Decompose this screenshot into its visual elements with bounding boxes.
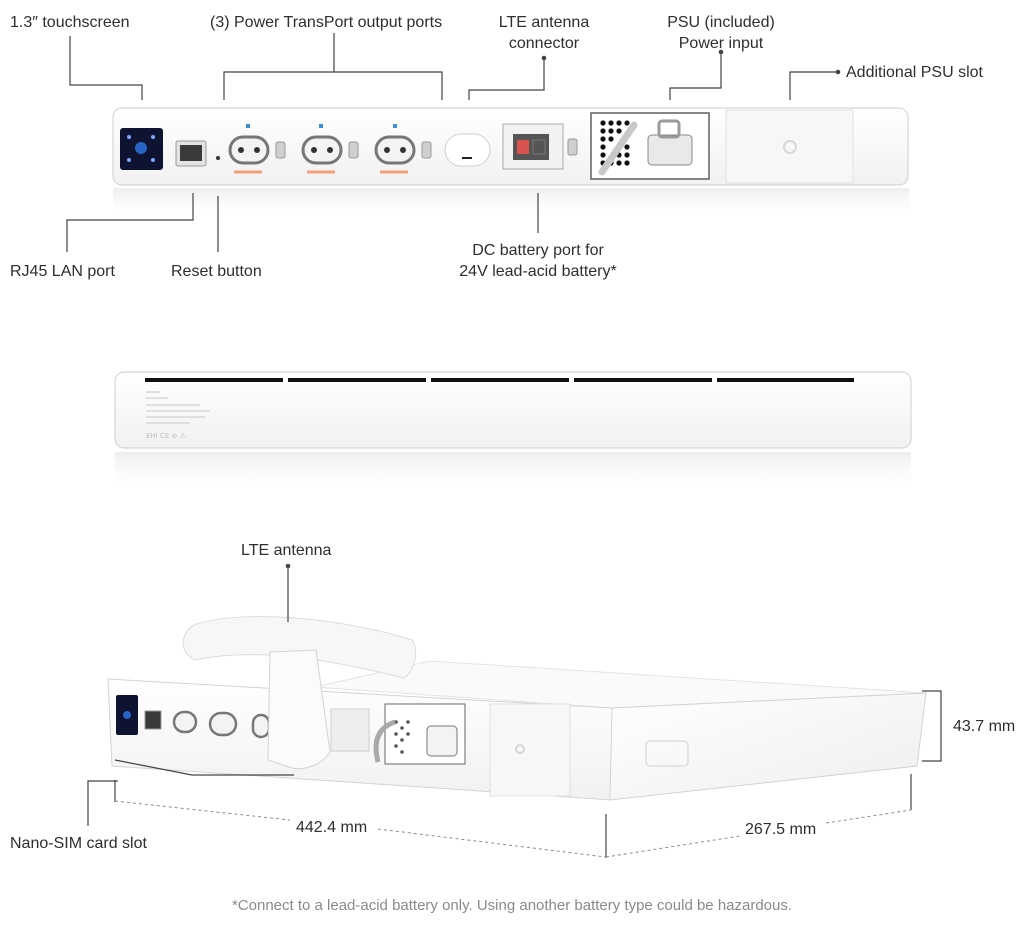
rear-vent-slots [145,378,854,382]
lte-antenna-label: LTE antenna [241,542,332,559]
reset-hole [216,156,220,160]
reset-label: Reset button [171,263,262,280]
perspective-power-inlet [426,725,458,757]
rear-reflection [115,452,911,494]
rear-regulatory-label [146,391,210,424]
touchscreen-logo-icon [135,142,147,154]
output-port-3 [374,124,432,174]
perspective-port-3 [251,713,271,739]
lte-antenna-illustration [182,616,417,770]
output-ports-label: (3) Power TransPort output ports [210,14,443,31]
output-port-1 [228,124,286,174]
touchscreen-label: 1.3″ touchscreen [10,14,130,31]
additional-psu-label: Additional PSU slot [846,64,983,81]
perspective-rj45 [144,710,162,730]
rear-certification-marks: EHI CE ⊘ ⚠ [146,432,187,440]
psu-power-inlet [647,134,693,166]
front-view [112,107,909,220]
perspective-port-2 [208,711,238,737]
psu-handle [598,121,638,176]
perspective-side-vent [645,740,689,767]
depth-dimension-label: 267.5 mm [745,821,817,838]
rear-view [114,371,912,494]
perspective-callouts [87,566,942,858]
perspective-view [107,616,927,801]
dimension-lines [114,800,912,858]
output-port-2 [301,124,359,174]
additional-psu-slot [725,109,854,184]
footnote: *Connect to a lead-acid battery only. Us… [231,897,793,914]
perspective-battery-port [330,708,370,752]
front-callouts [66,33,836,252]
perspective-side-face [609,692,927,801]
dc-battery-label-line1: DC battery port for [472,242,604,259]
psu-label-line2: Power input [678,35,764,52]
psu-label-line1: PSU (included) [667,14,775,31]
front-reflection [113,188,909,220]
lte-connector-label-line2: connector [508,35,580,52]
lte-connector-label-line1: LTE antenna [498,14,590,31]
height-dimension-label: 43.7 mm [953,718,1016,735]
lte-connector-cover [444,133,491,167]
width-dimension-label: 442.4 mm [296,819,368,836]
perspective-additional-psu-slot [489,703,571,797]
nano-sim-label: Nano-SIM card slot [10,835,147,852]
perspective-port-1 [172,710,198,734]
rj45-label: RJ45 LAN port [10,263,115,280]
dc-battery-label-line2: 24V lead-acid battery* [459,263,617,280]
rear-chassis [114,371,912,449]
